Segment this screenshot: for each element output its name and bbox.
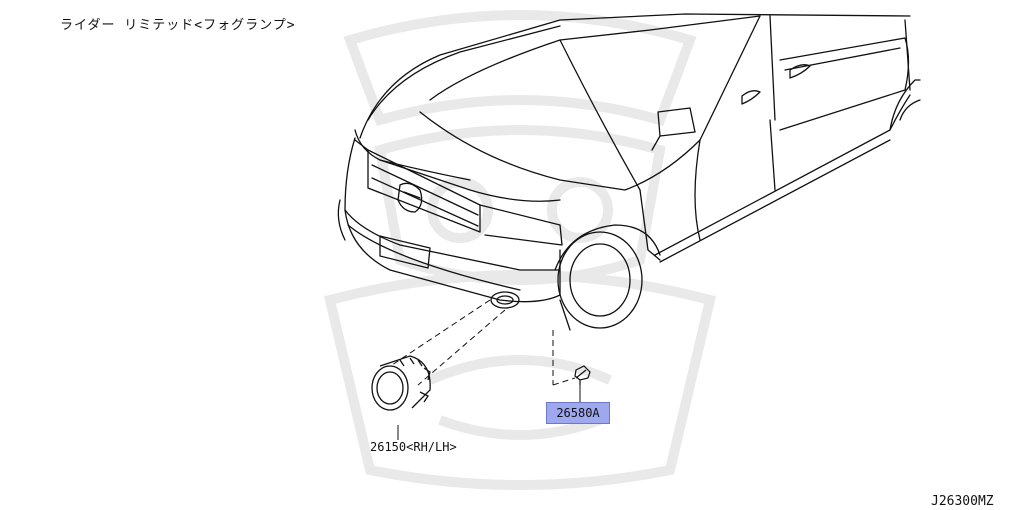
screw-part (575, 366, 590, 385)
diagram-code: J26300MZ (931, 494, 994, 509)
watermark-emblem (330, 15, 710, 485)
vehicle-outline (338, 14, 920, 330)
part-label-26150[interactable]: 26150<RH/LH> (370, 440, 457, 454)
part-label-26580a[interactable]: 26580A (546, 402, 610, 424)
diagram-title: ライダー リミテッド<フォグランプ> (60, 18, 296, 33)
leader-lines (392, 300, 580, 440)
fog-lamp-part (372, 356, 430, 410)
